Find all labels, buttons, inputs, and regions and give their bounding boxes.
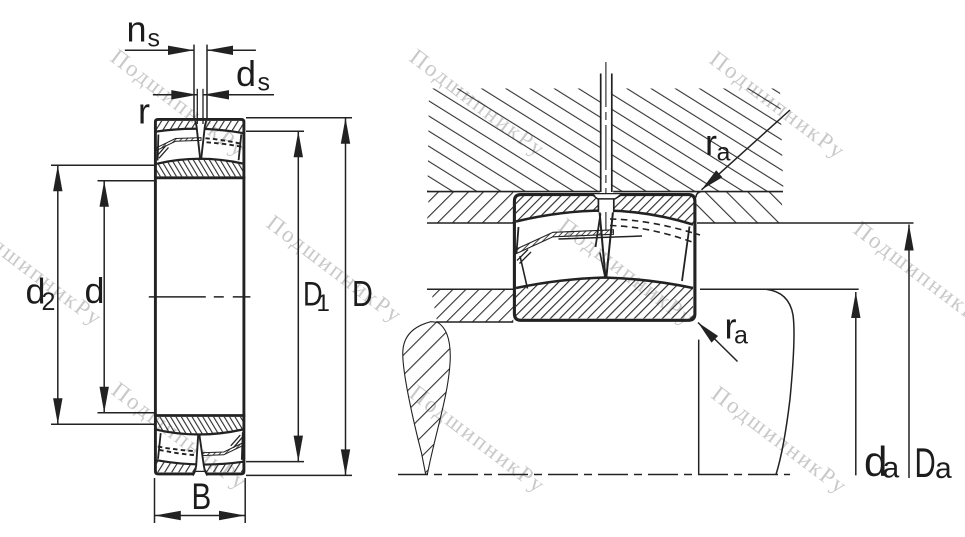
svg-text:B: B bbox=[192, 477, 212, 518]
svg-text:r: r bbox=[705, 122, 717, 163]
svg-text:a: a bbox=[935, 452, 952, 485]
svg-text:d: d bbox=[236, 53, 256, 94]
svg-text:s: s bbox=[148, 25, 161, 53]
svg-text:d: d bbox=[26, 271, 46, 312]
svg-text:D: D bbox=[303, 275, 323, 314]
svg-text:n: n bbox=[127, 9, 147, 50]
svg-text:2: 2 bbox=[42, 288, 56, 316]
svg-text:d: d bbox=[85, 270, 105, 311]
svg-text:D: D bbox=[352, 273, 373, 314]
svg-text:a: a bbox=[734, 322, 748, 350]
svg-text:s: s bbox=[258, 69, 271, 97]
svg-text:1: 1 bbox=[317, 290, 330, 317]
svg-text:d: d bbox=[864, 438, 887, 485]
svg-text:D: D bbox=[915, 439, 936, 487]
svg-text:r: r bbox=[138, 91, 150, 132]
svg-text:a: a bbox=[717, 139, 731, 167]
svg-text:r: r bbox=[725, 306, 737, 347]
svg-text:a: a bbox=[883, 452, 900, 485]
